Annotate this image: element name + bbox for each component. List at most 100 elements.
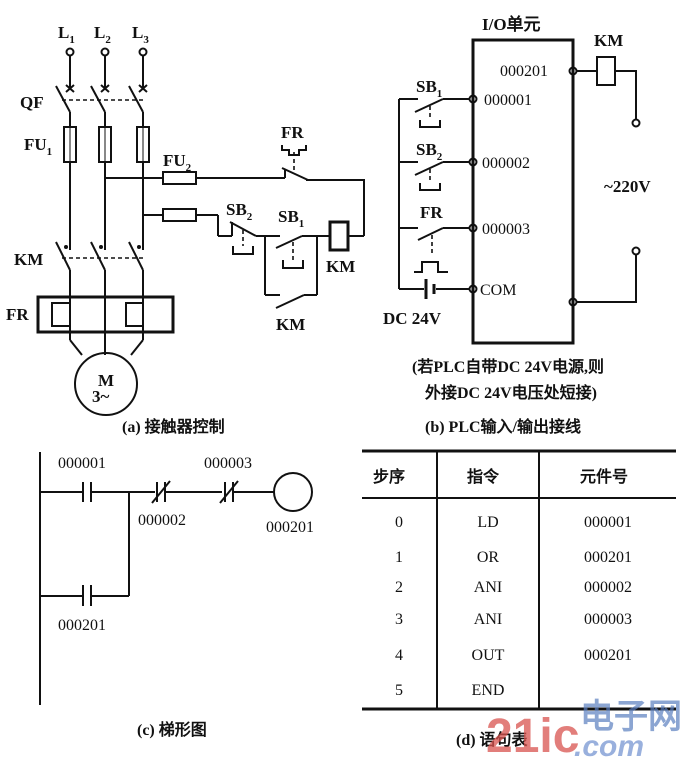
panel-c-ladder-diagram: 000001 000002 000003 000201 000201 (c) 梯… xyxy=(39,452,314,739)
table-cell-step: 5 xyxy=(395,682,403,699)
ladder-contact-no-000001 xyxy=(82,482,92,502)
input-sb2-label: SB2 xyxy=(416,140,443,163)
table-cell-elem: 000201 xyxy=(584,549,632,566)
com-terminal xyxy=(468,284,478,294)
ladder-label-coil: 000201 xyxy=(266,519,314,536)
caption-d: (d) 语句表 xyxy=(456,730,529,749)
watermark-domain: .com xyxy=(574,730,644,758)
output-common-dot xyxy=(568,297,578,307)
motor-label-phase: 3~ xyxy=(92,387,110,406)
input-terminal-3 xyxy=(468,223,478,233)
ladder-contact-nc-000002 xyxy=(151,480,171,504)
table-cell-instr: OUT xyxy=(472,647,505,664)
dc-voltage-label: DC 24V xyxy=(383,309,442,328)
table-cell-step: 1 xyxy=(395,549,403,566)
table-header-elem: 元件号 xyxy=(580,467,628,486)
ac-terminal-top xyxy=(631,118,641,128)
table-cell-step: 3 xyxy=(395,611,403,628)
caption-c: (c) 梯形图 xyxy=(137,720,207,739)
phase-label-l3: L3 xyxy=(132,23,149,46)
table-header-step: 步序 xyxy=(373,467,405,486)
table-cell-instr: ANI xyxy=(474,579,502,596)
fuse-ctrl-label: FU2 xyxy=(163,151,192,174)
ctrl-sb2-label: SB2 xyxy=(226,200,253,223)
input-fr-switch xyxy=(417,227,444,241)
table-cell-step: 0 xyxy=(395,514,403,531)
ladder-label-000001: 000001 xyxy=(58,455,106,472)
com-label: COM xyxy=(480,282,516,299)
output-coil-label: KM xyxy=(594,31,623,50)
note-line-2: 外接DC 24V电压处短接) xyxy=(424,383,597,402)
table-cell-elem: 000001 xyxy=(584,514,632,531)
contactor-aux-contact xyxy=(275,294,305,309)
terminal-l3 xyxy=(138,47,148,57)
output-terminal-label: 000201 xyxy=(500,63,548,80)
ladder-contact-no-000201 xyxy=(82,585,92,606)
ctrl-sb1-label: SB1 xyxy=(278,207,304,230)
caption-b: (b) PLC输入/输出接线 xyxy=(425,417,581,436)
table-row: 1 OR 000201 xyxy=(395,549,632,566)
fuse-fu2-symbol xyxy=(162,171,197,222)
output-terminal-dot xyxy=(568,66,578,76)
watermark-logo: 21ic 电子网 .com xyxy=(486,698,682,758)
breaker-label: QF xyxy=(20,93,44,112)
pushbutton-sb1-start xyxy=(275,235,304,269)
input-sb1-label: SB1 xyxy=(416,77,442,100)
dc-battery-symbol xyxy=(424,279,436,299)
input-terminal-3-label: 000003 xyxy=(482,221,530,238)
terminal-l2 xyxy=(100,47,110,57)
overload-label: FR xyxy=(6,305,29,324)
phase-label-l2: L2 xyxy=(94,23,111,46)
table-row: 2 ANI 000002 xyxy=(395,579,632,596)
panel-b-plc-io-wiring: I/O单元 000201 KM ~220V SB1 000001 SB2 0 xyxy=(383,14,651,436)
note-line-1: (若PLC自带DC 24V电源,则 xyxy=(412,357,604,376)
pushbutton-sb2-stop xyxy=(229,221,257,255)
output-coil-km xyxy=(596,56,616,86)
table-cell-step: 2 xyxy=(395,579,403,596)
input-terminal-1 xyxy=(468,94,478,104)
input-sb2-switch xyxy=(414,161,444,176)
table-cell-step: 4 xyxy=(395,647,403,664)
ladder-contact-nc-000003 xyxy=(219,480,239,504)
table-row: 4 OUT 000201 xyxy=(395,647,632,664)
io-unit-box xyxy=(471,38,575,345)
input-terminal-2-label: 000002 xyxy=(482,155,530,172)
table-cell-elem: 000201 xyxy=(584,647,632,664)
table-cell-elem: 000002 xyxy=(584,579,632,596)
ladder-label-000002: 000002 xyxy=(138,512,186,529)
motor-label-m: M xyxy=(98,371,114,390)
overload-fr-nc-contact xyxy=(281,145,309,181)
table-cell-elem: 000003 xyxy=(584,611,632,628)
ac-voltage-label: ~220V xyxy=(604,177,651,196)
caption-a: (a) 接触器控制 xyxy=(122,417,225,436)
input-sb1-switch xyxy=(414,98,444,113)
ladder-coil-000201 xyxy=(273,472,313,512)
input-fr-label: FR xyxy=(420,203,443,222)
breaker-trip-marks xyxy=(65,84,148,93)
contactor-km-main-contacts xyxy=(55,241,145,271)
contactor-label: KM xyxy=(14,250,43,269)
ctrl-fr-label: FR xyxy=(281,123,304,142)
table-cell-instr: END xyxy=(472,682,505,699)
panel-a-contactor-control: L1 L2 L3 QF xyxy=(6,23,365,436)
ctrl-aux-label: KM xyxy=(276,315,305,334)
fuse-main-label: FU1 xyxy=(24,135,52,158)
input-terminal-1-label: 000001 xyxy=(484,92,532,109)
terminal-l1 xyxy=(65,47,75,57)
phase-label-l1: L1 xyxy=(58,23,75,46)
ctrl-coil-label: KM xyxy=(326,257,355,276)
ladder-label-parallel: 000201 xyxy=(58,617,106,634)
motor-symbol xyxy=(74,352,138,416)
io-unit-title: I/O单元 xyxy=(482,14,541,34)
contactor-coil-km xyxy=(328,220,350,252)
input-terminal-2 xyxy=(468,157,478,167)
table-cell-instr: OR xyxy=(477,549,500,566)
breaker-qf-symbol xyxy=(55,85,145,113)
watermark-cn: 电子网 xyxy=(580,698,682,736)
overload-fr-block xyxy=(36,295,175,334)
